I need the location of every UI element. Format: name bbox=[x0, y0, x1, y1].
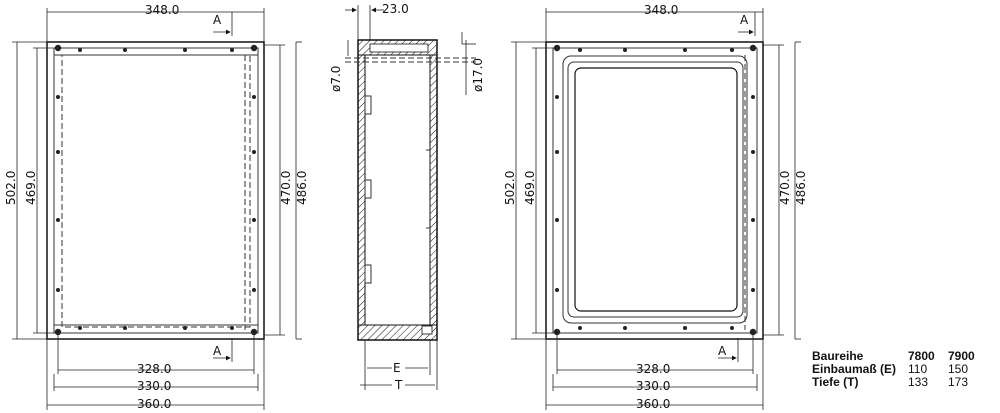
dim-502-right: 502.0 bbox=[503, 171, 517, 205]
spec-header-7900: 7900 bbox=[948, 349, 975, 363]
spec-header-series: Baureihe bbox=[812, 349, 864, 363]
dim-23: 23.0 bbox=[382, 2, 409, 16]
dim-469-left: 469.0 bbox=[24, 171, 38, 205]
hatched-wall-left bbox=[357, 54, 366, 326]
dim-t: T bbox=[394, 378, 403, 392]
dim-360-left: 360.0 bbox=[137, 397, 171, 411]
front-view-left: 348.0 A A 502.0 469.0 470.0 486.0 328.0 bbox=[4, 3, 309, 411]
spec-value: 173 bbox=[948, 375, 969, 389]
dim-502-left: 502.0 bbox=[4, 171, 18, 205]
dim-dia7: ø7.0 bbox=[329, 66, 343, 92]
outer-frame-left bbox=[46, 41, 265, 340]
dim-e: E bbox=[393, 361, 401, 375]
spec-value: 150 bbox=[948, 362, 969, 376]
spec-value: 133 bbox=[908, 375, 929, 389]
mounting-holes-right bbox=[553, 44, 757, 336]
dim-469-right: 469.0 bbox=[523, 171, 537, 205]
section-a-bottom-left: A bbox=[213, 344, 222, 358]
dim-470-left: 470.0 bbox=[279, 171, 293, 205]
spec-header-row: Baureihe 7800 7900 bbox=[812, 350, 988, 363]
spec-label-einbaumass: Einbaumaß (E) bbox=[812, 362, 897, 376]
spec-table: Baureihe 7800 7900 Einbaumaß (E) 110 150… bbox=[812, 350, 988, 389]
mounting-holes-left bbox=[54, 44, 258, 336]
spec-row-einbaumass: Einbaumaß (E) 110 150 bbox=[812, 363, 988, 376]
window-glass bbox=[574, 67, 738, 312]
section-a-top-left: A bbox=[213, 13, 222, 27]
dim-330-right: 330.0 bbox=[636, 379, 670, 393]
window-frame-outer bbox=[562, 55, 748, 324]
dim-dia17: ø17.0 bbox=[471, 58, 485, 92]
section-a-top-right: A bbox=[740, 13, 749, 27]
front-view-right: 348.0 A A 502.0 469.0 470.0 486.0 328.0 … bbox=[503, 3, 808, 411]
dim-328-right: 328.0 bbox=[636, 362, 670, 376]
dim-328-left: 328.0 bbox=[137, 362, 171, 376]
inner-frame-left bbox=[53, 47, 259, 334]
outer-frame-right bbox=[545, 41, 764, 340]
hatched-bottom-flange bbox=[357, 324, 438, 341]
spec-value: 110 bbox=[908, 362, 928, 376]
spec-header-7800: 7800 bbox=[908, 349, 935, 363]
cutout-dashed-left bbox=[61, 54, 251, 328]
hatched-wall-right bbox=[429, 54, 438, 326]
dim-360-right: 360.0 bbox=[636, 397, 670, 411]
dim-486-left: 486.0 bbox=[295, 171, 309, 205]
spec-row-tiefe: Tiefe (T) 133 173 bbox=[812, 376, 988, 389]
dim-470-right: 470.0 bbox=[778, 171, 792, 205]
dim-348-left: 348.0 bbox=[145, 3, 179, 17]
dim-330-left: 330.0 bbox=[137, 379, 171, 393]
section-view: 23.0 ø7.0 ø17.0 E T bbox=[329, 2, 485, 392]
section-a-bottom-right: A bbox=[718, 344, 727, 358]
dim-348-right: 348.0 bbox=[644, 3, 678, 17]
dim-486-right: 486.0 bbox=[794, 171, 808, 205]
spec-label-tiefe: Tiefe (T) bbox=[812, 375, 859, 389]
